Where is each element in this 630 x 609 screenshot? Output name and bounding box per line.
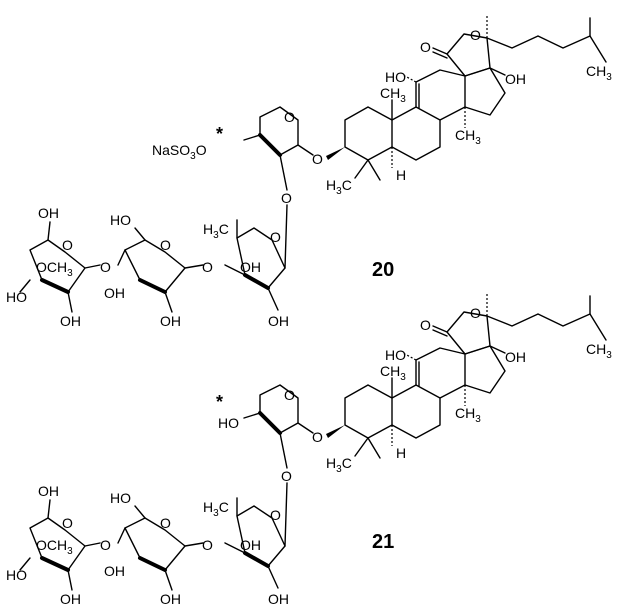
m3g-och3: OCH3: [36, 537, 73, 557]
h3c-c4: H3C: [326, 455, 352, 475]
xylose-ring: [243, 106, 314, 191]
glc-ho: HO: [110, 212, 131, 228]
glc-oh1: OH: [104, 285, 125, 301]
qui-oh2: OH: [268, 313, 289, 329]
lactone-ring: [432, 311, 491, 355]
ch3-c19: CH3: [380, 363, 406, 383]
sulfate-group: NaSO3O: [152, 142, 207, 162]
qui-oh1: OH: [240, 537, 261, 553]
glc-oh1: OH: [104, 563, 125, 579]
lactone-ring-o: O: [470, 27, 481, 43]
ch3-side: CH3: [586, 63, 612, 83]
carbonyl-o: O: [420, 317, 431, 333]
methylglucose-ring: [19, 221, 101, 313]
methylglucose-ring: [19, 499, 101, 591]
m3g-ring-o: O: [62, 515, 73, 531]
oh-c12: HO: [385, 347, 406, 363]
glc-ho: HO: [110, 490, 131, 506]
glc-link-o2: O: [202, 537, 213, 553]
xyl-ring-o: O: [284, 387, 295, 403]
compound-20-star: *: [216, 124, 223, 144]
link-o-c3: O: [312, 151, 323, 167]
oh-c12: HO: [385, 69, 406, 85]
compound-21-structure: O O HO OH CH3 CH3 CH3 H3C H O O O * HO H…: [6, 294, 612, 607]
compound-number-20: 20: [372, 259, 394, 281]
glucose-ring: [117, 227, 204, 313]
glc-link-o2: O: [202, 259, 213, 275]
compound-number-21: 21: [372, 531, 394, 553]
qui-oh2: OH: [268, 591, 289, 607]
h3c-c4: H3C: [326, 177, 352, 197]
oh-c17: OH: [505, 349, 526, 365]
m3g-ho: HO: [6, 289, 27, 305]
ch3-c30: CH3: [455, 405, 481, 425]
glc-link-o: O: [100, 259, 111, 275]
ch3-c19: CH3: [380, 85, 406, 105]
lactone-ring-o: O: [470, 305, 481, 321]
m3g-ho: HO: [6, 567, 27, 583]
m3g-ring-o: O: [62, 237, 73, 253]
ch3-c30: CH3: [455, 127, 481, 147]
lactone-ring: [432, 33, 491, 77]
glc-ring-o: O: [160, 237, 171, 253]
compound-20-structure: O O HO OH CH3 CH3 CH3 H3C H O O O * NaSO…: [6, 16, 612, 329]
ch3-side: CH3: [586, 341, 612, 361]
xylose-ring: [243, 384, 314, 469]
qui-oh1: OH: [240, 259, 261, 275]
steroid-skeleton: [326, 67, 506, 181]
m3g-oh2: OH: [60, 591, 81, 607]
side-chain: [486, 294, 607, 341]
compound-21-star: *: [216, 392, 223, 412]
steroid-skeleton: [326, 345, 506, 459]
qui-ring-o: O: [270, 507, 281, 523]
oh-c17: OH: [505, 71, 526, 87]
quinovose-ring: [224, 204, 288, 311]
xyl-link-o: O: [281, 468, 292, 484]
m3g-oh: OH: [38, 205, 59, 221]
glc-ring-o: O: [160, 515, 171, 531]
h5: H: [396, 445, 406, 461]
glc-oh2: OH: [160, 591, 181, 607]
qui-h3c: H3C: [203, 221, 229, 241]
link-o-c3: O: [312, 429, 323, 445]
qui-ring-o: O: [270, 229, 281, 245]
quinovose-ring: [224, 482, 288, 589]
h5: H: [396, 167, 406, 183]
glc-oh2: OH: [160, 313, 181, 329]
glc-link-o: O: [100, 537, 111, 553]
m3g-och3: OCH3: [36, 259, 73, 279]
m3g-oh: OH: [38, 483, 59, 499]
side-chain: [486, 16, 607, 63]
qui-h3c: H3C: [203, 499, 229, 519]
xyl-ring-o: O: [284, 109, 295, 125]
m3g-oh2: OH: [60, 313, 81, 329]
ho-group: HO: [218, 415, 239, 431]
glucose-ring: [117, 505, 204, 591]
carbonyl-o: O: [420, 39, 431, 55]
xyl-link-o: O: [281, 190, 292, 206]
